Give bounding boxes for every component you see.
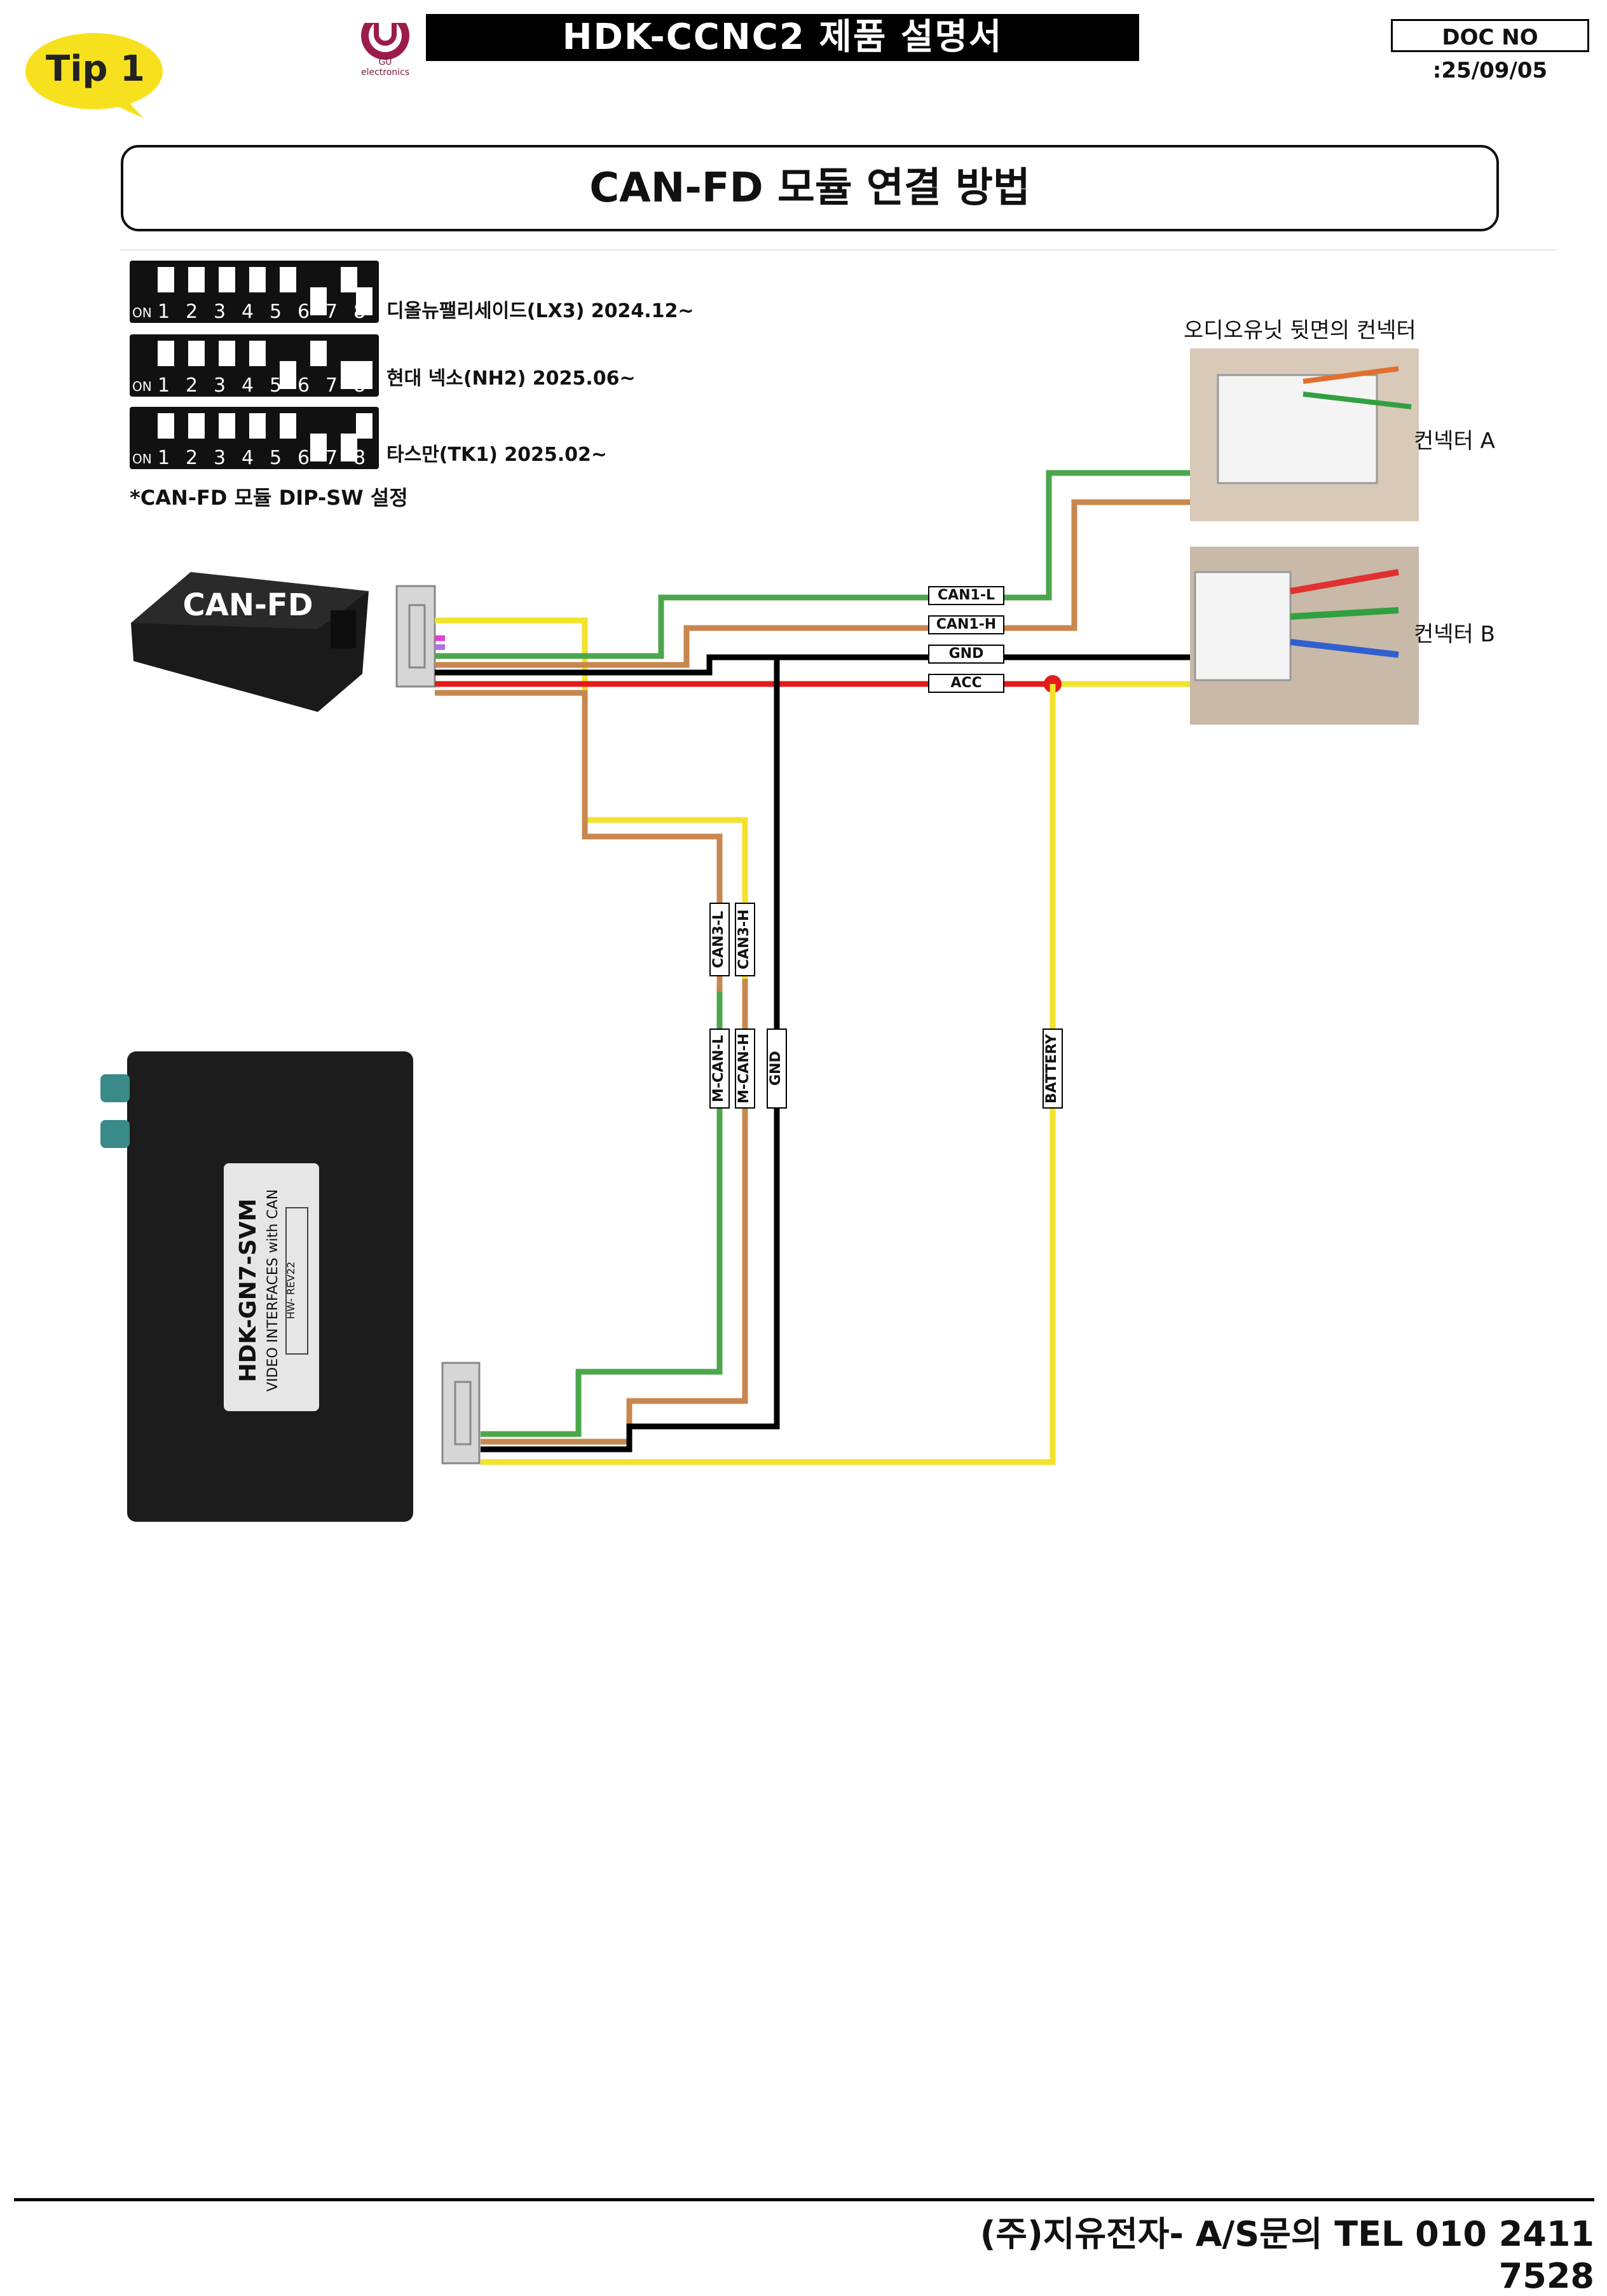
device-subtitle: VIDEO INTERFACES with CAN bbox=[265, 1189, 281, 1392]
wire-label-can3h: CAN3-H bbox=[735, 903, 755, 976]
canfd-module bbox=[131, 572, 369, 712]
wire-label-gnd-v: GND bbox=[767, 1028, 787, 1109]
dip-number: 3 bbox=[214, 301, 226, 323]
dip-number: 6 bbox=[297, 301, 310, 323]
connector-a-label: 컨넥터 A bbox=[1414, 428, 1495, 454]
heading-frame bbox=[121, 145, 1499, 231]
dip-number: 5 bbox=[270, 374, 282, 397]
dip-number: 4 bbox=[242, 301, 254, 323]
dip-number: 7 bbox=[325, 301, 338, 323]
wiring-diagram bbox=[100, 348, 1419, 1522]
device-title: HDK-GN7-SVM bbox=[235, 1198, 261, 1383]
logo-text: GU electronics bbox=[360, 57, 410, 78]
dip-number: 2 bbox=[186, 374, 198, 397]
dip-number: 6 bbox=[297, 447, 310, 469]
wire-black-gnd-v bbox=[481, 657, 780, 1452]
dip-number: 4 bbox=[242, 447, 254, 469]
dip-number: 1 bbox=[158, 447, 170, 469]
dip-number: 7 bbox=[325, 447, 338, 469]
tip-label: Tip 1 bbox=[46, 48, 145, 90]
wire-label-acc: ACC bbox=[928, 674, 1004, 693]
doc-number: DOC NO :25/09/05 bbox=[1391, 19, 1589, 83]
device-rev: HW- REV22 bbox=[285, 1261, 297, 1320]
dip-label-1: 디올뉴팰리세이드(LX3) 2024.12~ bbox=[386, 300, 694, 322]
dip-number: 5 bbox=[270, 301, 282, 323]
wire-label-battery: BATTERY bbox=[1043, 1028, 1063, 1109]
device-connector bbox=[441, 1362, 481, 1465]
tip-bubble bbox=[25, 33, 163, 118]
dip-number: 3 bbox=[214, 374, 226, 397]
dip-label-2: 현대 넥소(NH2) 2025.06~ bbox=[386, 367, 636, 390]
dip-number: 8 bbox=[353, 447, 366, 469]
footer-contact: (주)지유전자- A/S문의 TEL 010 2411 7528 bbox=[980, 2214, 1594, 2296]
connector-caption: 오디오유닛 뒷면의 컨넥터 bbox=[1184, 318, 1416, 343]
dip-number: 5 bbox=[270, 447, 282, 469]
connector-a-photo bbox=[1190, 348, 1419, 521]
dip-number: 7 bbox=[325, 374, 338, 397]
wire-label-gnd: GND bbox=[928, 645, 1004, 664]
wire-yellow-battery bbox=[481, 684, 1056, 1465]
document-title: HDK-CCNC2 제품 설명서 bbox=[426, 14, 1139, 61]
dip-number: 6 bbox=[297, 374, 310, 397]
wire-label-mcanh: M-CAN-H bbox=[735, 1028, 755, 1109]
footer-divider bbox=[14, 2198, 1594, 2201]
wire-label-can1h: CAN1-H bbox=[928, 615, 1004, 634]
connector-b-photo bbox=[1190, 547, 1419, 725]
wire-brown-can3l bbox=[435, 690, 723, 992]
dip-label-3: 타스만(TK1) 2025.02~ bbox=[386, 444, 608, 466]
dip-caption: *CAN-FD 모듈 DIP-SW 설정 bbox=[130, 486, 408, 510]
dip-number: 8 bbox=[353, 374, 366, 397]
dip-number: 1 bbox=[158, 301, 170, 323]
canfd-module-label: CAN-FD bbox=[182, 587, 313, 623]
hdk-device bbox=[100, 1051, 413, 1522]
dip-number: 2 bbox=[186, 447, 198, 469]
canfd-connector bbox=[395, 585, 436, 688]
dip-number: 3 bbox=[214, 447, 226, 469]
connector-b-label: 컨넥터 B bbox=[1414, 622, 1495, 647]
dip-number: 4 bbox=[242, 374, 254, 397]
divider bbox=[121, 249, 1557, 250]
wire-yellow-canfd bbox=[435, 621, 1271, 992]
dip-number: 1 bbox=[158, 374, 170, 397]
section-heading: CAN-FD 모듈 연결 방법 bbox=[589, 165, 1030, 212]
wire-green-can1l bbox=[435, 470, 1233, 659]
gu-logo-icon bbox=[360, 9, 411, 60]
dip-number: 8 bbox=[353, 301, 366, 323]
dip-number: 2 bbox=[186, 301, 198, 323]
wire-label-can1l: CAN1-L bbox=[928, 586, 1004, 605]
device-label: HDK-GN7-SVM VIDEO INTERFACES with CAN HW… bbox=[226, 1170, 322, 1411]
wire-green-mcanl bbox=[481, 992, 723, 1437]
wire-brown-can1h bbox=[435, 499, 1233, 668]
wire-label-can3l: CAN3-L bbox=[709, 903, 730, 976]
wire-label-mcanl: M-CAN-L bbox=[709, 1028, 730, 1109]
wire-brown-mcanh bbox=[481, 979, 748, 1445]
